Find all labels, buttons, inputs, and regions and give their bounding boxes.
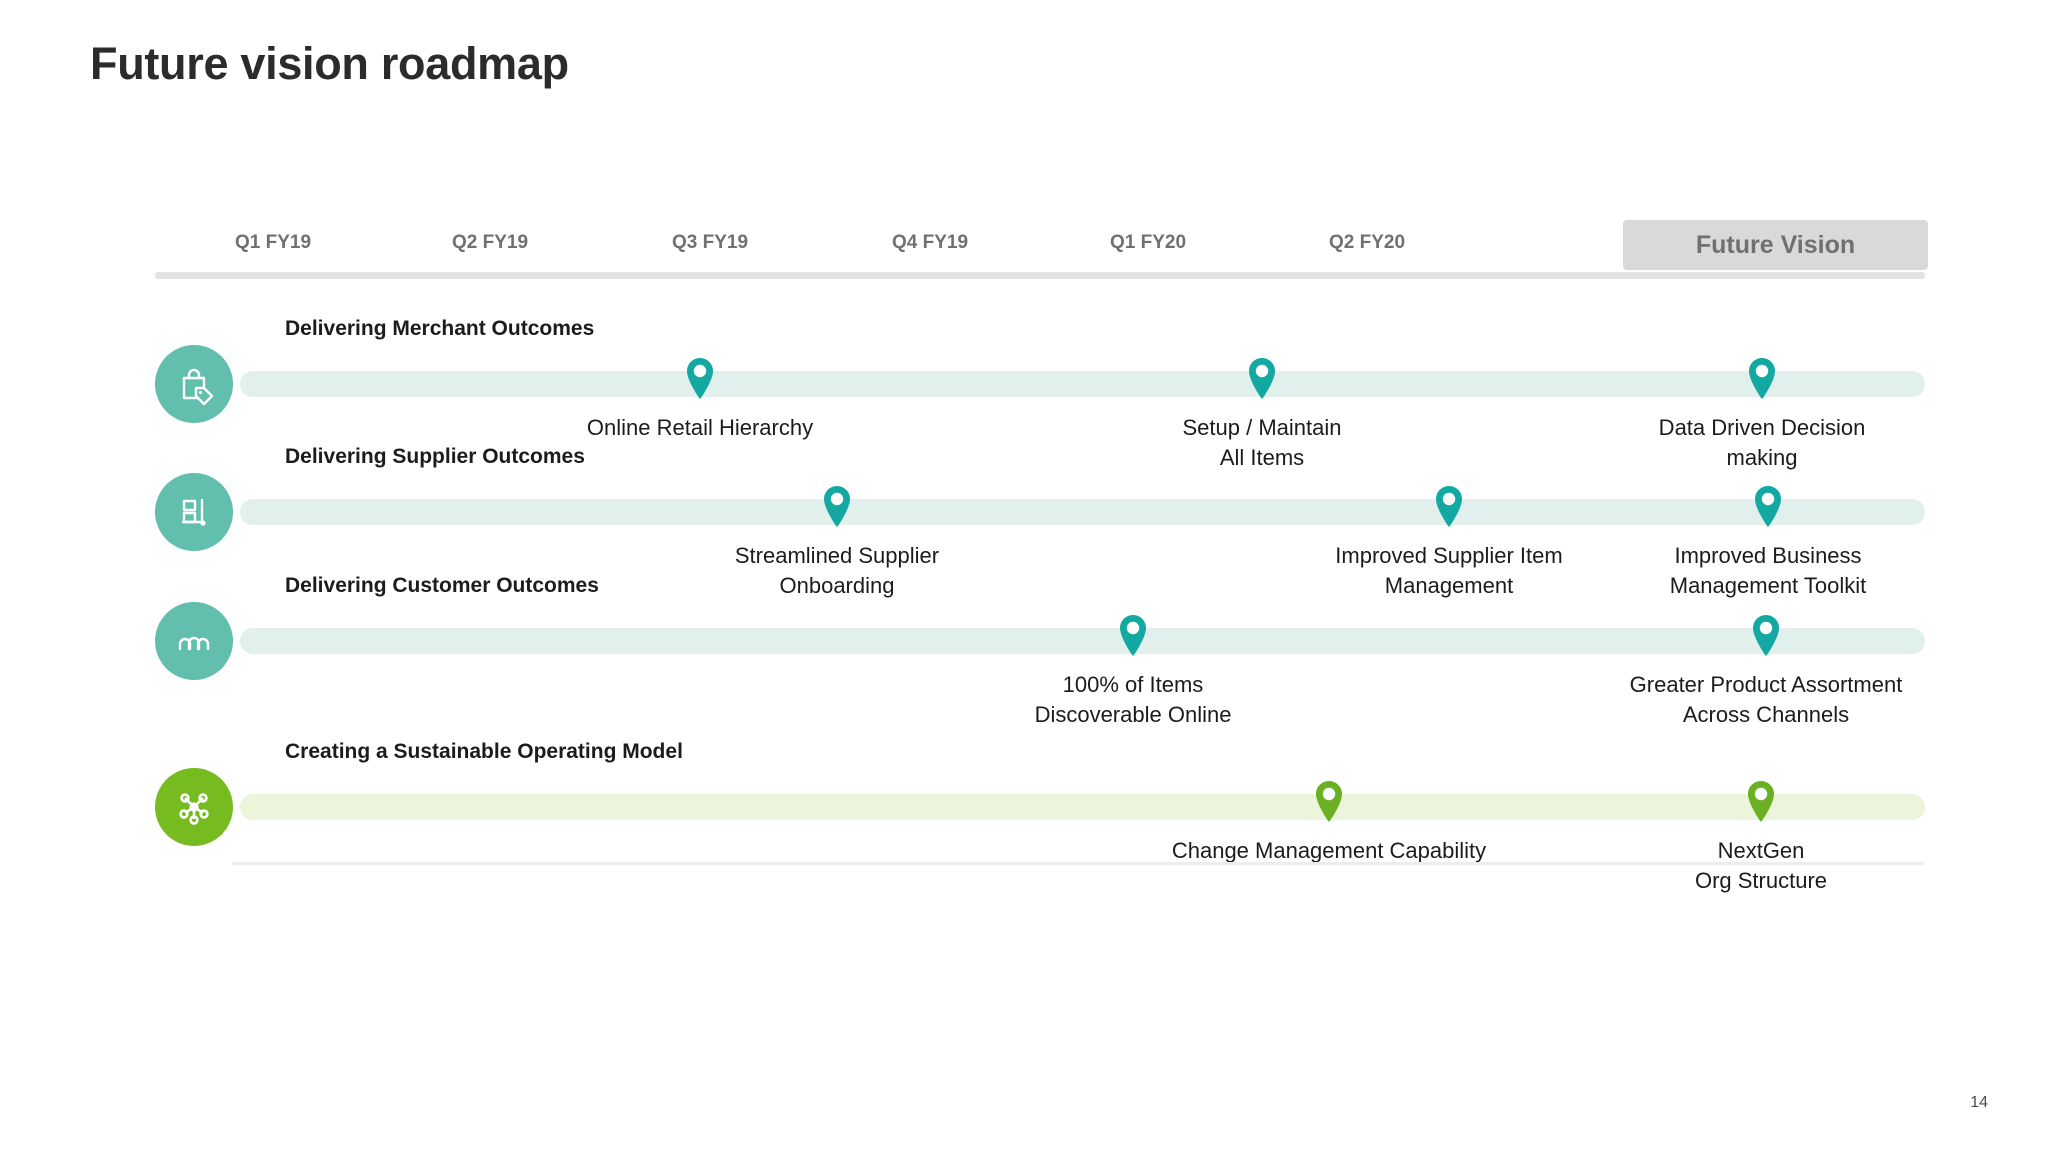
lane-divider xyxy=(232,862,1924,865)
milestone-label-customer-2: Greater Product Assortment Across Channe… xyxy=(1629,672,1903,727)
swimlane-bar-merchant xyxy=(240,371,1925,397)
quarter-label-6: Q2 FY20 xyxy=(1329,232,1406,253)
quarter-label-3: Q3 FY19 xyxy=(672,232,749,253)
milestone-pin-merchant-3[interactable] xyxy=(1747,357,1777,399)
milestone-pin-operating-model-1[interactable] xyxy=(1314,780,1344,822)
milestone-pin-merchant-2[interactable] xyxy=(1247,357,1277,399)
milestone-pin-supplier-3[interactable] xyxy=(1753,485,1783,527)
milestone-pin-merchant-1[interactable] xyxy=(685,357,715,399)
milestone-label-merchant-3: Data Driven Decision making xyxy=(1658,415,1866,470)
milestone-label-merchant-1: Online Retail Hierarchy xyxy=(586,415,814,440)
timeline-axis xyxy=(155,272,1925,279)
milestone-pin-supplier-1[interactable] xyxy=(822,485,852,527)
swimlane-bar-supplier xyxy=(240,499,1925,525)
quarter-label-1: Q1 FY19 xyxy=(235,232,312,253)
quarter-label-4: Q4 FY19 xyxy=(892,232,969,253)
network-hub-icon xyxy=(155,768,233,846)
quarter-label-5: Q1 FY20 xyxy=(1110,232,1187,253)
milestone-label-supplier-3: Improved Business Management Toolkit xyxy=(1669,543,1867,598)
milestone-label-supplier-1: Streamlined Supplier Onboarding xyxy=(734,543,940,598)
milestone-label-merchant-2: Setup / Maintain All Items xyxy=(1182,415,1342,470)
shopping-bag-tag-icon xyxy=(155,345,233,423)
three-people-icon xyxy=(155,602,233,680)
future-vision-label: Future Vision xyxy=(1695,230,1856,259)
swimlane-title-merchant: Delivering Merchant Outcomes xyxy=(285,317,595,340)
timeline-header: Q1 FY19 Q2 FY19 Q3 FY19 Q4 FY19 Q1 FY20 Q2 FY… xyxy=(155,220,1928,284)
swimlane-title-operating-model: Creating a Sustainable Operating Model xyxy=(285,740,683,763)
milestone-label-customer-1: 100% of Items Discoverable Online xyxy=(1034,672,1232,727)
milestone-label-operating-model-1: Change Management Capability xyxy=(1171,838,1487,863)
swimlane-bar-customer xyxy=(240,628,1925,654)
milestone-pin-operating-model-2[interactable] xyxy=(1746,780,1776,822)
swimlane-title-customer: Delivering Customer Outcomes xyxy=(285,574,599,597)
milestone-pin-supplier-2[interactable] xyxy=(1434,485,1464,527)
milestone-label-operating-model-2: NextGen Org Structure xyxy=(1694,838,1828,893)
milestone-label-supplier-2: Improved Supplier Item Management xyxy=(1335,543,1563,598)
future-vision-tab[interactable]: Future Vision xyxy=(1623,220,1928,270)
swimlane-bar-operating-model xyxy=(240,794,1925,820)
milestone-pin-customer-2[interactable] xyxy=(1751,614,1781,656)
hand-truck-icon xyxy=(155,473,233,551)
page-number: 14 xyxy=(1970,1094,1988,1111)
quarter-label-2: Q2 FY19 xyxy=(452,232,529,253)
milestone-pin-customer-1[interactable] xyxy=(1118,614,1148,656)
swimlane-title-supplier: Delivering Supplier Outcomes xyxy=(285,445,585,468)
page-title: Future vision roadmap xyxy=(90,38,569,89)
